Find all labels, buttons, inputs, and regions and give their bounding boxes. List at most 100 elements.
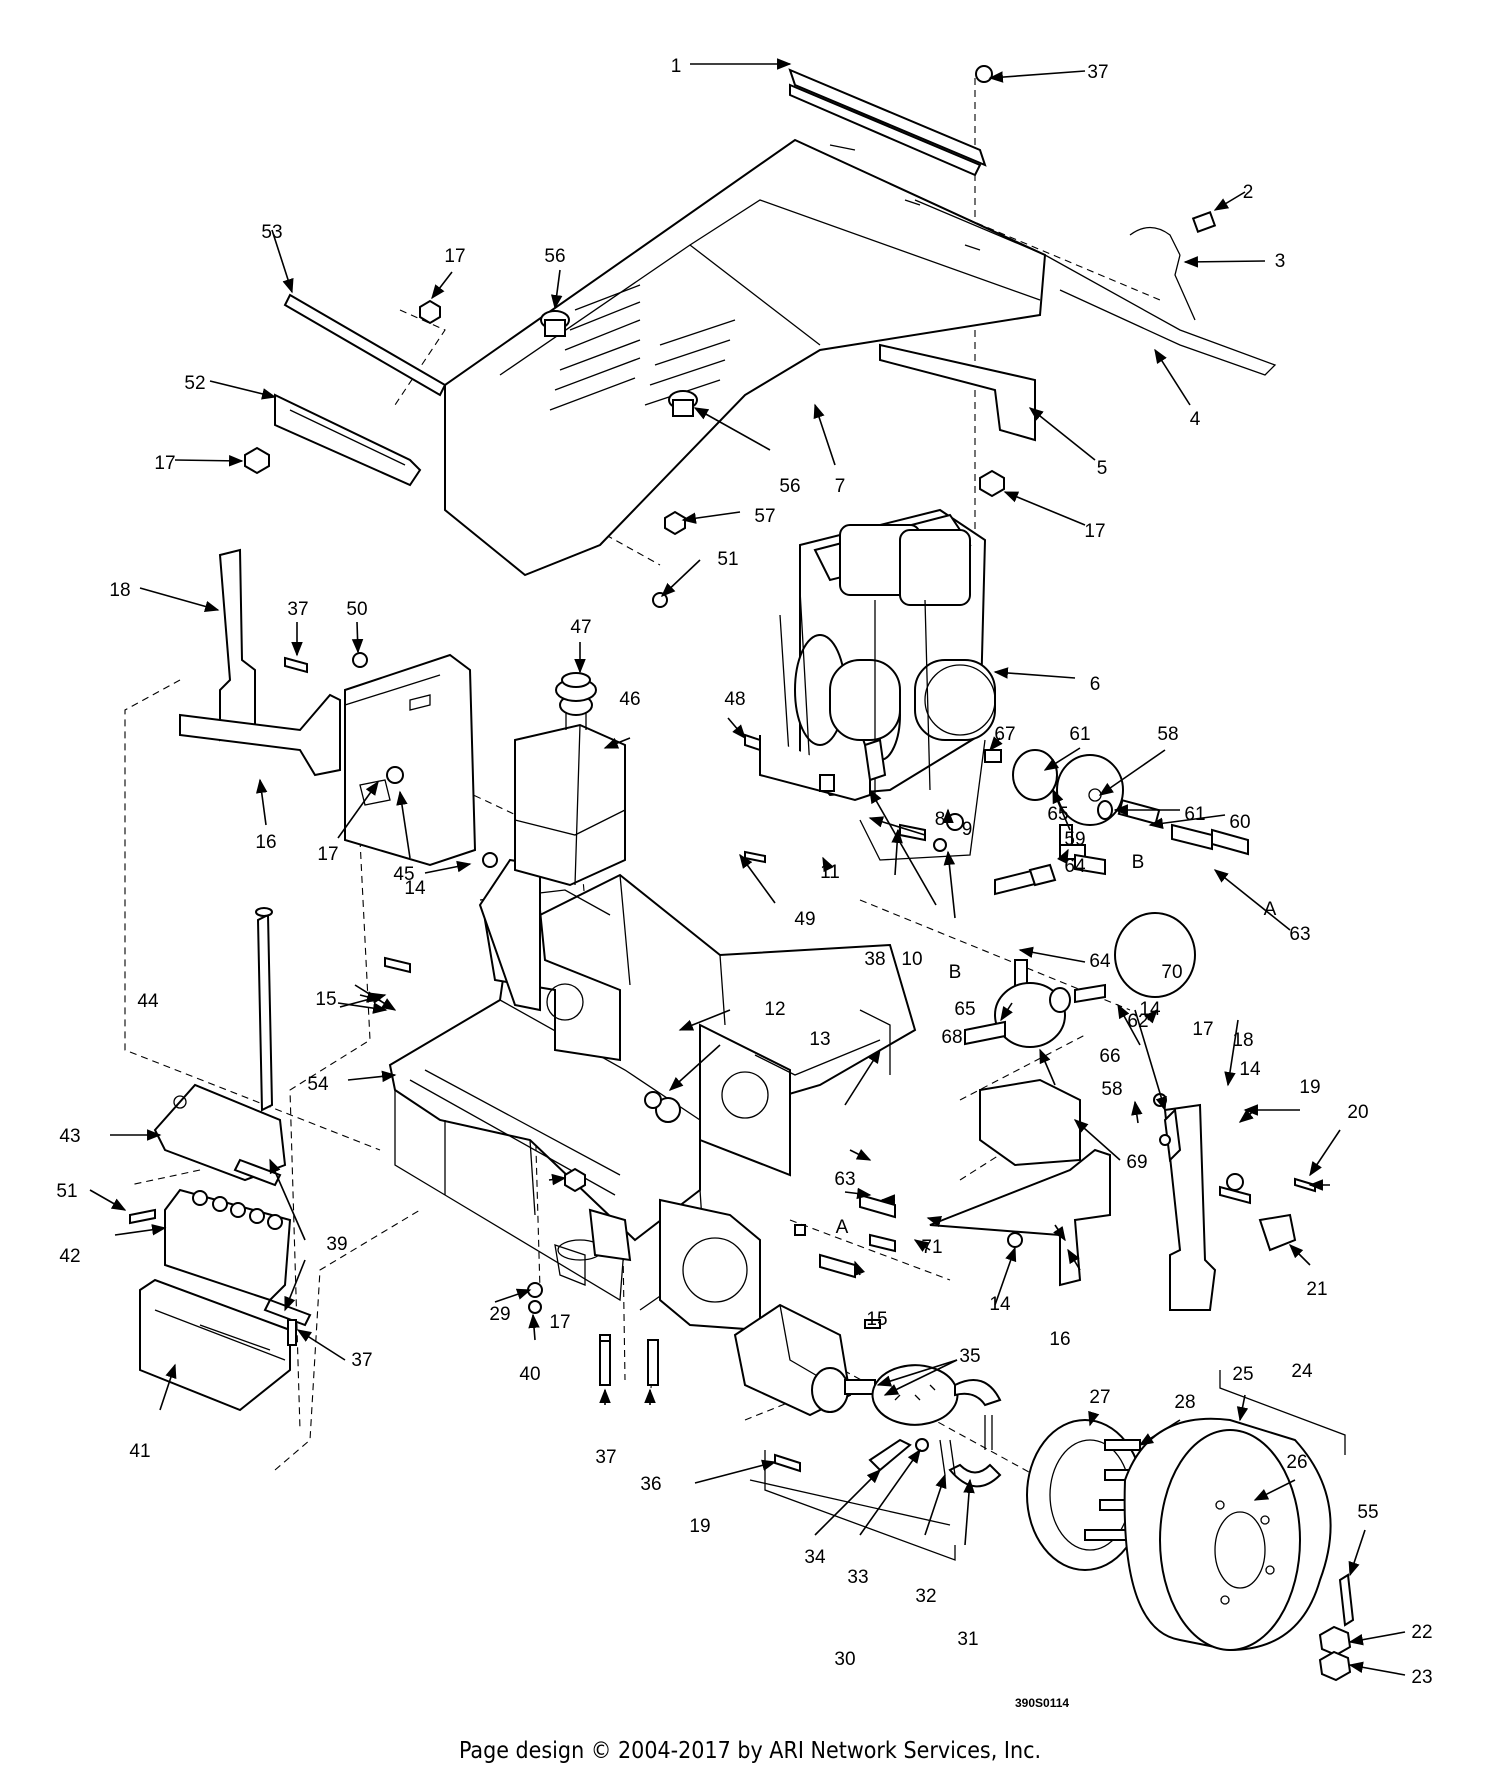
callout-35: 35 — [959, 1346, 980, 1367]
callout-A-left: A — [836, 1217, 849, 1238]
callout-18-right: 18 — [1232, 1030, 1253, 1051]
callout-66: 66 — [1099, 1046, 1120, 1067]
bracket-53 — [283, 293, 447, 397]
rail-18-right — [1163, 1103, 1217, 1311]
callout-16-right: 16 — [1049, 1329, 1070, 1350]
lever-34 — [868, 1438, 912, 1472]
callout-37-battery: 37 — [351, 1350, 372, 1371]
callout-51-left: 51 — [56, 1181, 77, 1202]
callout-62: 62 — [1127, 1011, 1148, 1032]
callout-27: 27 — [1089, 1387, 1110, 1408]
callout-25: 25 — [1232, 1364, 1253, 1385]
battery-box-41 — [139, 1278, 291, 1412]
hood-vent-slots — [549, 284, 736, 411]
callout-48: 48 — [724, 689, 745, 710]
callout-41: 41 — [129, 1441, 150, 1462]
bracket-24 — [1219, 1370, 1346, 1455]
battery-hold-down-43 — [153, 1083, 287, 1182]
callout-37-left: 37 — [287, 599, 308, 620]
filter-bracket-69 — [979, 1078, 1081, 1167]
callout-34: 34 — [804, 1547, 826, 1568]
callout-32: 32 — [915, 1586, 936, 1607]
callout-17-top: 17 — [444, 246, 465, 267]
j-bolt-44 — [256, 913, 274, 1112]
callout-54: 54 — [307, 1074, 329, 1095]
callout-61-top: 61 — [1069, 724, 1090, 745]
callout-44: 44 — [137, 991, 159, 1012]
callout-30: 30 — [834, 1649, 855, 1670]
callout-6: 6 — [1090, 674, 1101, 695]
callout-38: 38 — [864, 949, 885, 970]
callout-8: 8 — [935, 809, 946, 830]
callout-63-right: 63 — [1289, 924, 1310, 945]
callout-61-right: 61 — [1184, 804, 1205, 825]
callout-labels: 1 37 2 3 4 5 17 6 7 56 57 51 56 17 53 52… — [56, 56, 1432, 1710]
gearbox-plate-right — [699, 1023, 791, 1177]
callout-21: 21 — [1306, 1279, 1327, 1300]
callout-14-r3: 14 — [989, 1294, 1011, 1315]
fuel-filter-assembly — [964, 749, 1249, 1167]
callout-43: 43 — [59, 1126, 80, 1147]
callout-7: 7 — [835, 476, 846, 497]
right-side-panels — [929, 1103, 1297, 1311]
battery-terminals — [192, 1190, 283, 1230]
copyright-footer: Page design © 2004-2017 by ARI Network S… — [458, 1738, 1042, 1764]
gearbox-plate-front — [659, 1198, 761, 1332]
battery-assembly — [139, 907, 312, 1412]
callout-57: 57 — [754, 506, 775, 527]
callout-14-left: 14 — [404, 878, 426, 899]
wheel-tire-24 — [1123, 1417, 1332, 1652]
fuel-tank — [514, 672, 626, 887]
callout-42: 42 — [59, 1246, 80, 1267]
callout-64-low: 64 — [1089, 951, 1111, 972]
callout-53: 53 — [261, 222, 282, 243]
trim-strip — [788, 68, 987, 167]
hood-assembly — [244, 65, 1277, 608]
callout-26: 26 — [1286, 1452, 1307, 1473]
left-pedal-bracket — [478, 858, 541, 1012]
hydraulic-motor — [733, 1303, 876, 1417]
callout-4: 4 — [1190, 409, 1201, 430]
callout-50: 50 — [346, 599, 367, 620]
callout-55: 55 — [1357, 1502, 1378, 1523]
callout-17-hood-right: 17 — [1084, 521, 1105, 542]
callout-16-left: 16 — [255, 832, 276, 853]
callout-36: 36 — [640, 1474, 661, 1495]
callout-19-left: 19 — [689, 1516, 710, 1537]
callout-22: 22 — [1411, 1622, 1432, 1643]
callout-2: 2 — [1243, 182, 1254, 203]
callout-63-left: 63 — [834, 1169, 855, 1190]
main-frame — [388, 858, 917, 1332]
callout-33: 33 — [847, 1567, 868, 1588]
engine — [779, 508, 996, 861]
callout-52: 52 — [184, 373, 205, 394]
castle-nut-22 — [1318, 1625, 1352, 1657]
nut-23 — [1318, 1650, 1352, 1682]
callout-29: 29 — [489, 1304, 510, 1325]
callout-56-left: 56 — [544, 246, 565, 267]
callout-71: 71 — [921, 1237, 942, 1258]
callout-70: 70 — [1161, 962, 1182, 983]
callout-10: 10 — [901, 949, 922, 970]
callout-B-right: B — [1132, 852, 1145, 873]
callout-19-right: 19 — [1299, 1077, 1320, 1098]
brake-shoe-top — [954, 1379, 1002, 1407]
callout-56-right: 56 — [779, 476, 800, 497]
callout-17-frame: 17 — [549, 1312, 570, 1333]
knob-56b — [668, 390, 698, 417]
clip-21 — [1258, 1213, 1297, 1252]
callout-9: 9 — [962, 819, 973, 840]
callout-23: 23 — [1411, 1667, 1432, 1688]
callout-37-frame: 37 — [595, 1447, 616, 1468]
callout-68: 68 — [941, 1027, 962, 1048]
left-side-panels — [179, 548, 477, 867]
callout-13: 13 — [809, 1029, 830, 1050]
callout-17-left: 17 — [154, 453, 175, 474]
callout-31: 31 — [957, 1629, 978, 1650]
callout-37-top: 37 — [1087, 62, 1108, 83]
callout-18-left: 18 — [109, 580, 130, 601]
callout-59: 59 — [1064, 829, 1085, 850]
callout-65-top: 65 — [1047, 804, 1068, 825]
bracket-45 — [344, 653, 477, 867]
